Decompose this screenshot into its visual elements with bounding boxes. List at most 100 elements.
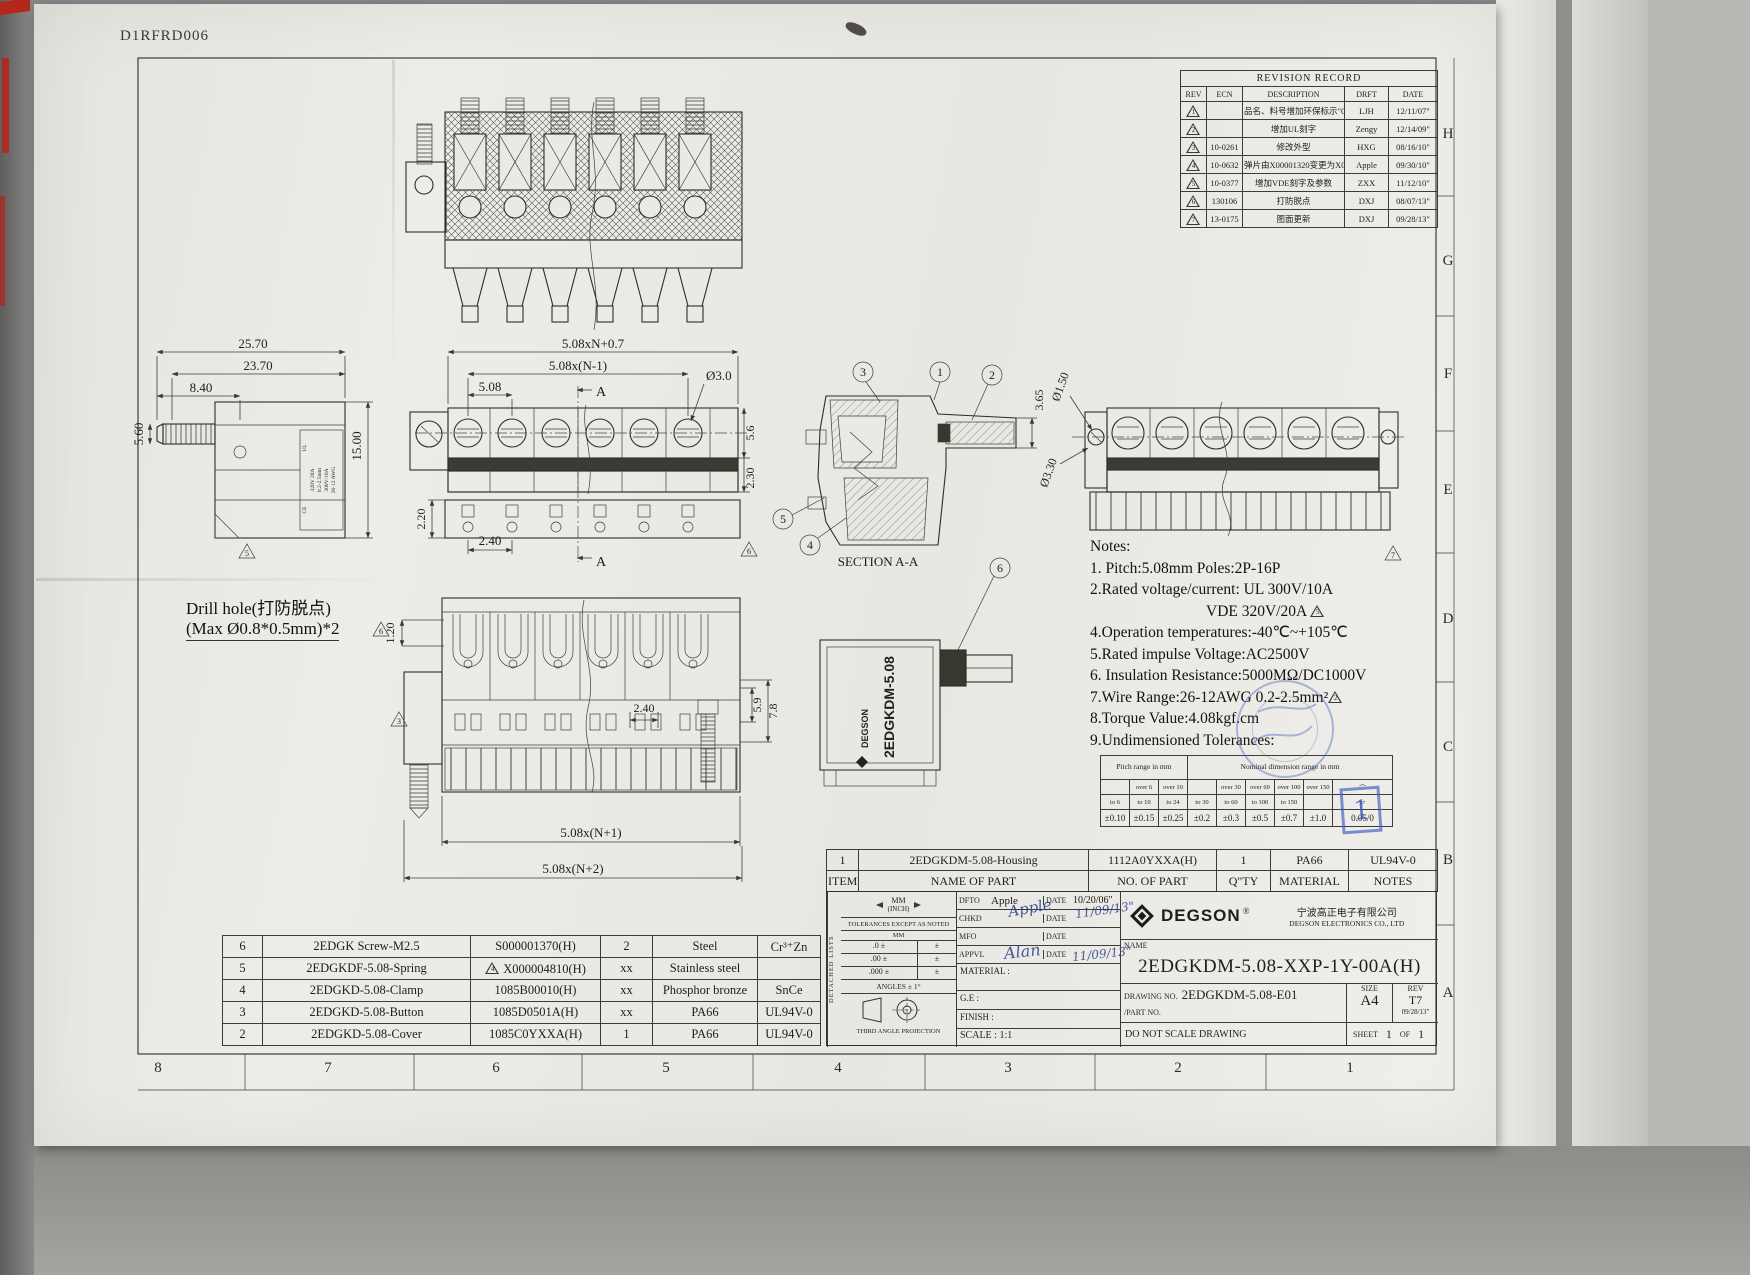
flange	[409, 411, 449, 471]
scanner-background-bottom	[0, 1146, 1750, 1275]
marking-line: 26-12 AWG	[331, 467, 337, 494]
flange-screw	[409, 763, 429, 809]
dim-pitch-n1: 5.08x(N+1)	[560, 825, 621, 840]
grid-number: 7	[324, 1060, 332, 1076]
tol-row3: .000 ±	[841, 967, 918, 979]
dim-band: 5.6	[743, 426, 757, 441]
date-label: DATE	[1043, 896, 1073, 905]
drawing-no-value: 2EDGKDM-5.08-E01	[1181, 987, 1298, 1002]
company-stamp-inner	[1252, 696, 1318, 762]
date-label: DATE	[1043, 950, 1073, 959]
grid-number: 5	[662, 1060, 670, 1076]
drill-hole-note: Drill hole(打防脱点) (Max Ø0.8*0.5mm)*2	[186, 594, 422, 641]
dim-height-small: 5.60	[131, 423, 146, 446]
document-number: D1RFRD006	[120, 28, 210, 44]
projection-label: THIRD ANGLE PROJECTION	[856, 1028, 941, 1035]
degson-diamond-icon	[856, 756, 868, 768]
do-not-scale: DO NOT SCALE DRAWING	[1121, 1023, 1347, 1045]
grid-letter: C	[1442, 739, 1453, 755]
break-line	[589, 101, 597, 331]
title-block: DETACHED LISTS MM (INCH) TOLERANCES EXCE…	[826, 891, 1438, 1047]
note-line: 5.Rated impulse Voltage:AC2500V	[1090, 645, 1310, 663]
note-line: 1. Pitch:5.08mm Poles:2P-16P	[1090, 559, 1281, 577]
tol-row2-inch: ±	[934, 954, 940, 963]
rev-triangle-icon: 1	[1186, 104, 1201, 117]
signature-box: DFTO Apple DATE 10/20/06" CHKD DATE MFO …	[957, 892, 1121, 1047]
note-line: 8.Torque Value:4.08kgf.cm	[1090, 710, 1260, 727]
paper-crease-horizontal	[36, 578, 396, 581]
rev-triangle-icon: 6	[1186, 194, 1201, 207]
red-edge-mark	[0, 196, 5, 306]
dim-entry: 3.65	[1032, 390, 1046, 411]
mfo-label: MFO	[959, 932, 977, 941]
section-mark-bottom: A	[596, 555, 607, 570]
tol-row3-inch: ±	[934, 967, 940, 976]
top-assembly-view	[405, 97, 743, 331]
pitch-range-header: Pitch range in mm	[1100, 755, 1188, 780]
wire-screw	[162, 423, 216, 445]
sheet-number: 1	[1385, 1026, 1392, 1041]
grid-number: 6	[492, 1060, 500, 1076]
dim-pitch: 5.08	[479, 379, 502, 394]
cover-side-view: DEGSON 2EDGKDM-5.08	[819, 639, 1013, 787]
arrow-right-icon	[914, 901, 922, 908]
rev-marker-triangle	[238, 543, 256, 559]
dim-screw: 8.40	[190, 380, 213, 395]
part-name: 2EDGKDM-5.08-XXP-1Y-00A(H)	[1138, 956, 1421, 977]
grid-letter: A	[1442, 985, 1454, 1001]
red-edge-mark	[2, 58, 9, 153]
inspection-stamp: 1	[1339, 785, 1383, 835]
molded-model: 2EDGKDM-5.08	[881, 656, 897, 758]
date-label: DATE	[1043, 932, 1073, 941]
dim-slot: 2.40	[634, 701, 655, 715]
rev-marker-triangle	[372, 621, 390, 637]
rev-value: T7	[1408, 993, 1423, 1007]
finish-label: FINISH :	[957, 1010, 1120, 1029]
balloon-1: 1	[937, 365, 943, 379]
dim-depth1: 5.9	[750, 698, 764, 713]
grid-letter: B	[1442, 852, 1453, 868]
scanner-strip-light	[1496, 0, 1556, 1275]
sheet-total: 1	[1418, 1026, 1425, 1041]
break-line	[581, 599, 595, 793]
rev-header: REV	[1180, 86, 1207, 102]
detached-lists-label: DETACHED LISTS	[827, 892, 841, 1047]
appvl-signature: Alan	[1003, 940, 1042, 963]
rev-triangle-icon: 2	[1328, 690, 1343, 703]
appvl-label: APPVL	[959, 950, 985, 959]
marking-label-area	[299, 429, 344, 531]
balloon-4: 4	[807, 538, 813, 552]
grid-letter: F	[1443, 366, 1453, 382]
bottom-view: 1.20 2.40 5.9 7.8 5.08x(N+1) 5.08x(N+2) …	[372, 597, 780, 882]
dim-lower: 2.30	[743, 468, 757, 489]
rev-triangle-icon: 7	[1186, 212, 1201, 225]
dim-hole-small: Ø1.50	[1049, 370, 1072, 403]
note-line: 4.Operation temperatures:-40℃~+105℃	[1090, 624, 1348, 641]
revision-record-table: REVISION RECORD REV ECN DESCRIPTION DRFT…	[1180, 70, 1438, 228]
scanner-strip-seam	[1556, 0, 1572, 1275]
mount-bracket	[405, 161, 447, 233]
marking-line: 300V/10A	[324, 468, 330, 491]
rev-marker-number: 5	[245, 549, 249, 558]
scale-label: SCALE : 1:1	[960, 1030, 1013, 1041]
dim-body: 23.70	[243, 358, 272, 373]
grid-number: 3	[1004, 1060, 1012, 1076]
dim-foot: 2.20	[414, 509, 428, 530]
rev-triangle-icon: 3	[1186, 140, 1201, 153]
rev-triangle-icon: 5	[1310, 604, 1325, 617]
rev-triangle-icon: 4	[1186, 158, 1201, 171]
clamp-band	[447, 457, 739, 472]
drawing-no-label: DRAWING NO.	[1124, 992, 1178, 1001]
grid-letter: E	[1443, 482, 1453, 498]
revision-row: 4 10-0632弹片由X00001320变更为X00004810 Apple0…	[1180, 155, 1438, 174]
